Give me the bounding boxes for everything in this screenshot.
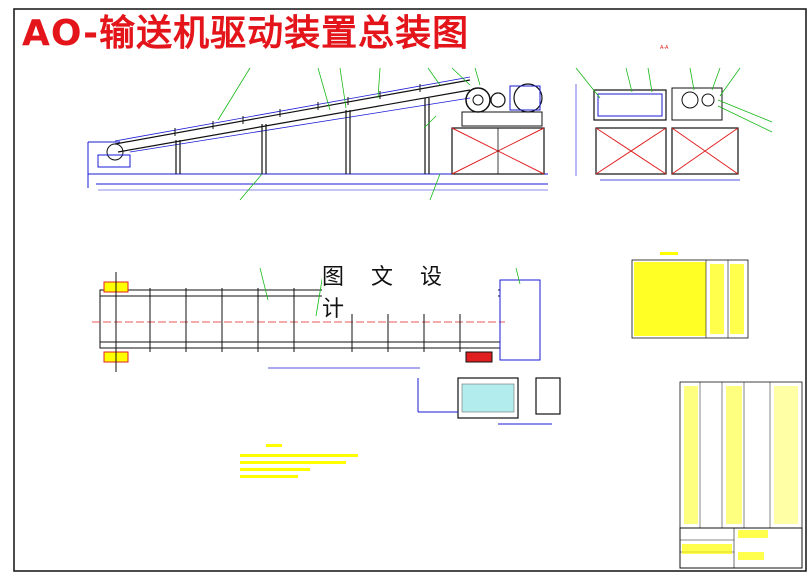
- side-view: A-A: [575, 45, 773, 181]
- drawing-border: [13, 8, 807, 572]
- head-pulley: [465, 87, 491, 113]
- parts-list: [679, 381, 803, 529]
- motor: [513, 83, 543, 113]
- spec-table: [631, 252, 749, 339]
- watermark-text: 图 文 设 计: [322, 265, 498, 322]
- title-block: [679, 527, 803, 569]
- side-pulley: [593, 89, 667, 121]
- drawing-title: AO-输送机驱动装置总装图: [22, 13, 470, 54]
- technical-notes: [240, 444, 358, 478]
- elevation-view: [87, 67, 548, 201]
- plan-motor: [535, 377, 561, 415]
- section-label: A-A: [660, 45, 669, 51]
- plan-gearbox: [457, 377, 519, 419]
